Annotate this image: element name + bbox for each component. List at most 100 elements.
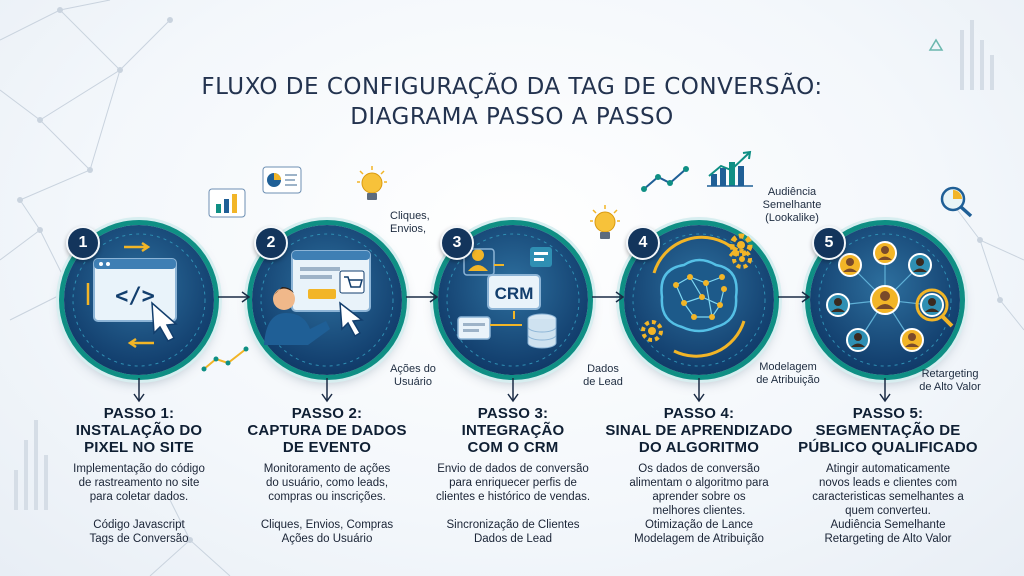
step-4-badge: 4 bbox=[626, 226, 660, 260]
step-3-desc-line-1: Envio de dados de conversão bbox=[437, 463, 589, 475]
label-lookalike-line-2: Semelhante bbox=[762, 199, 822, 211]
step-4-description: Os dados de conversão alimentam o algori… bbox=[604, 462, 794, 518]
step-3-desc-line-2: para enriquecer perfis de bbox=[449, 477, 577, 489]
bar-chart-card-icon bbox=[208, 188, 246, 218]
step-2-title-line-2: CAPTURA DE DADOS bbox=[247, 422, 407, 439]
step-3-title-line-1: PASSO 3: bbox=[477, 405, 549, 422]
step-4-desc-line-4: melhores clientes. bbox=[652, 505, 746, 517]
step-4-desc-line-1: Os dados de conversão bbox=[638, 463, 760, 475]
page-title-line-2: DIAGRAMA PASSO A PASSO bbox=[350, 104, 674, 130]
step-4-desc-line-3: aprender sobre os bbox=[652, 491, 746, 503]
step-2-desc-line-2: do usuário, como leads, bbox=[265, 477, 389, 489]
label-usuario-line: Usuário bbox=[394, 376, 432, 388]
step-1-desc-line-2: de rastreamento no site bbox=[78, 477, 200, 489]
label-modelagem: Modelagem de Atribuição bbox=[748, 361, 828, 387]
step-5-desc-line-1: Atingir automaticamente bbox=[825, 463, 950, 475]
flow-arrow-1-2 bbox=[218, 291, 251, 303]
down-arrow-4 bbox=[693, 378, 705, 403]
step-4-foot-line-2: Modelagem de Atribuição bbox=[634, 533, 764, 545]
step-3-footer: Sincronização de Clientes Dados de Lead bbox=[418, 518, 608, 546]
label-dados-lead: Dados de Lead bbox=[578, 363, 628, 389]
step-1-foot-line-1: Código Javascript bbox=[93, 519, 185, 531]
step-1-description: Implementação do código de rastreamento … bbox=[54, 462, 224, 504]
step-5-title-line-2: SEGMENTAÇÃO DE bbox=[815, 422, 961, 439]
label-cliques-envios: Cliques, Envios, bbox=[390, 210, 440, 236]
step-3-foot-line-1: Sincronização de Clientes bbox=[446, 519, 580, 531]
user-event-icon bbox=[260, 233, 394, 367]
magnifier-chart-icon bbox=[940, 186, 973, 218]
step-2-footer: Cliques, Envios, Compras Ações do Usuári… bbox=[232, 518, 422, 546]
label-retargeting: Retargeting de Alto Valor bbox=[910, 368, 990, 394]
step-3-foot-line-2: Dados de Lead bbox=[473, 533, 552, 545]
step-1-foot-line-2: Tags de Conversão bbox=[89, 533, 189, 545]
label-modelagem-line-2: de Atribuição bbox=[756, 374, 820, 386]
step-4-footer: Otimização de Lance Modelagem de Atribui… bbox=[604, 518, 794, 546]
step-3-desc-line-3: clientes e histórico de vendas. bbox=[435, 491, 591, 503]
step-5-title-line-3: PÚBLICO QUALIFICADO bbox=[798, 439, 978, 456]
down-arrow-5 bbox=[879, 378, 891, 403]
step-3-title-line-2: INTEGRAÇÃO bbox=[461, 422, 565, 439]
step-5-desc-line-4: quem converteu. bbox=[845, 505, 931, 517]
flow-arrow-3-4 bbox=[592, 291, 625, 303]
label-lead-line: de Lead bbox=[583, 376, 623, 388]
step-5-foot-line-2: Retargeting de Alto Valor bbox=[824, 533, 952, 545]
page-title-line-1: FLUXO DE CONFIGURAÇÃO DA TAG DE CONVERSÃ… bbox=[201, 74, 823, 100]
step-4-title-line-1: PASSO 4: bbox=[663, 405, 735, 422]
step-5-desc-line-3: caracteristicas semelhantes a bbox=[812, 491, 964, 503]
step-5-title: PASSO 5: SEGMENTAÇÃO DE PÚBLICO QUALIFIC… bbox=[790, 405, 986, 456]
label-lookalike-line-3: (Lookalike) bbox=[765, 212, 819, 224]
step-5-description: Atingir automaticamente novos leads e cl… bbox=[790, 462, 986, 518]
down-arrow-3 bbox=[507, 378, 519, 403]
step-1-title-line-3: PIXEL NO SITE bbox=[84, 439, 194, 456]
step-2-title-line-1: PASSO 2: bbox=[291, 405, 363, 422]
step-5-footer: Audiência Semelhante Retargeting de Alto… bbox=[790, 518, 986, 546]
growth-bar-chart-icon bbox=[707, 150, 753, 187]
step-4-title-line-2: SINAL DE APRENDIZADO bbox=[605, 422, 793, 439]
step-5-desc-line-2: novos leads e clientes com bbox=[818, 477, 958, 489]
label-acoes-usuario: Ações do Usuário bbox=[385, 363, 441, 389]
step-4-foot-line-1: Otimização de Lance bbox=[644, 519, 754, 531]
step-3-badge: 3 bbox=[440, 226, 474, 260]
label-lookalike-line-1: Audiência bbox=[767, 186, 817, 198]
step-2-foot-line-1: Cliques, Envios, Compras bbox=[260, 519, 394, 531]
step-4-title-line-3: DO ALGORITMO bbox=[638, 439, 760, 456]
label-acoes-line: Ações do bbox=[390, 363, 436, 375]
crm-label: CRM bbox=[495, 284, 534, 303]
lightbulb-icon bbox=[357, 166, 387, 200]
step-2-desc-line-1: Monitoramento de ações bbox=[263, 463, 391, 475]
label-retargeting-line-1: Retargeting bbox=[921, 368, 979, 380]
small-trend-icon bbox=[201, 346, 249, 372]
step-1-title-line-2: INSTALAÇÃO DO bbox=[75, 422, 203, 439]
label-retargeting-line-2: de Alto Valor bbox=[919, 381, 981, 393]
step-1-circle: </> bbox=[64, 225, 214, 375]
label-envios-line: Envios, bbox=[390, 223, 427, 235]
down-arrow-1 bbox=[133, 378, 145, 403]
brain-icon bbox=[632, 233, 766, 367]
step-5-title-line-1: PASSO 5: bbox=[852, 405, 924, 422]
step-2-foot-line-2: Ações do Usuário bbox=[281, 533, 373, 545]
label-lookalike: Audiência Semelhante (Lookalike) bbox=[758, 186, 826, 225]
lightbulb-icon-2 bbox=[590, 205, 620, 239]
code-browser-icon: </> bbox=[72, 233, 206, 367]
step-3-title-line-3: COM O CRM bbox=[467, 439, 559, 456]
step-1-desc-line-3: para coletar dados. bbox=[89, 491, 189, 503]
pie-chart-card-icon bbox=[262, 166, 302, 194]
step-1-badge: 1 bbox=[66, 226, 100, 260]
label-cliques-line: Cliques, bbox=[390, 210, 430, 222]
step-2-desc-line-3: compras ou inscrições. bbox=[268, 491, 386, 503]
step-4-title: PASSO 4: SINAL DE APRENDIZADO DO ALGORIT… bbox=[604, 405, 794, 456]
step-4-desc-line-2: alimentam o algoritmo para bbox=[629, 477, 769, 489]
step-5-foot-line-1: Audiência Semelhante bbox=[830, 519, 946, 531]
step-2-badge: 2 bbox=[254, 226, 288, 260]
label-dados-line: Dados bbox=[587, 363, 619, 375]
svg-text:</>: </> bbox=[115, 284, 155, 309]
gear-icon bbox=[729, 233, 753, 257]
audience-icon bbox=[818, 233, 954, 367]
flow-arrow-2-3 bbox=[406, 291, 439, 303]
step-3-description: Envio de dados de conversão para enrique… bbox=[418, 462, 608, 504]
step-2-title-line-3: DE EVENTO bbox=[282, 439, 372, 456]
down-arrow-2 bbox=[321, 378, 333, 403]
step-2-description: Monitoramento de ações do usuário, como … bbox=[232, 462, 422, 504]
trend-line-icon bbox=[641, 166, 689, 192]
